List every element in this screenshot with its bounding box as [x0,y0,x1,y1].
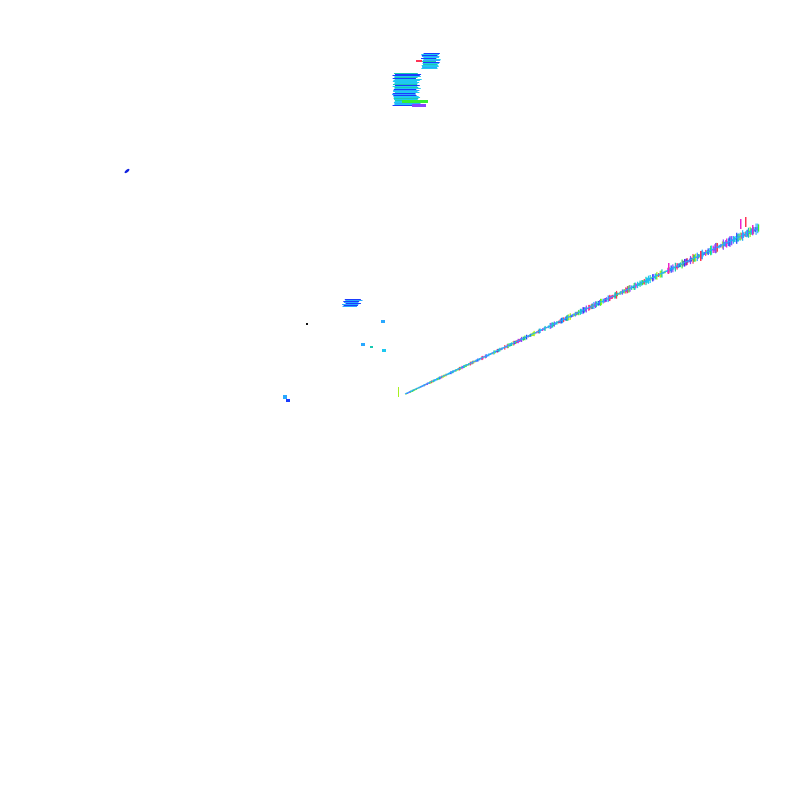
scan-line [394,83,418,84]
beam-segment [740,219,742,229]
scan-line [345,303,361,304]
scan-line [422,60,441,61]
scan-line [412,104,426,107]
scan-line [392,84,418,85]
scan-line [392,105,418,106]
scan-line [393,98,419,99]
point [306,323,308,325]
scan-line [393,99,418,100]
scan-line [394,88,421,89]
scan-line [394,74,422,75]
point [286,399,290,402]
scan-line [421,55,438,56]
scan-line [394,85,420,86]
scan-line [393,89,417,90]
scan-line [394,79,422,80]
scan-line [394,76,421,77]
scan-line [422,63,440,64]
beam-segment [700,251,702,261]
scan-line [393,95,417,96]
point [382,349,386,352]
scan-line [343,305,358,306]
scan-line [421,65,439,66]
scan-line [344,299,361,300]
scan-line [416,60,422,62]
scan-line [423,59,441,60]
scan-line [392,78,416,79]
point [283,395,287,399]
point-cluster-top [392,53,441,107]
scan-line [393,91,418,92]
scan-line [392,86,418,87]
scan-line [343,301,360,302]
scan-line [393,90,420,91]
scan-line [342,306,358,307]
point [361,343,365,346]
beam-segment [745,217,747,227]
scan-line [422,62,440,63]
scan-line [423,57,440,58]
beam-segment [752,225,754,235]
scan-line [394,104,423,105]
scan-line [394,92,420,93]
scan-line [393,97,421,98]
scan-line [421,66,439,67]
beam-core-line [404,227,759,395]
scan-line [342,304,359,305]
scan-line [392,81,418,82]
beam-segment [715,243,717,253]
scan-line [345,300,363,301]
beam-segment [668,263,670,273]
scan-line [423,64,438,65]
scan-line [421,54,439,55]
scan-line [402,100,428,103]
scan-line [394,87,419,88]
scan-line [392,94,416,95]
point [398,387,399,397]
scan-line [392,75,420,76]
scan-line [343,302,359,303]
scan-line [394,77,418,78]
scan-line [393,73,418,74]
scan-line [392,93,416,94]
point-cluster-middle [283,299,399,402]
scan-line [421,56,440,57]
point [381,320,385,323]
scan-line [393,80,420,81]
laser-beam-streak [404,217,760,395]
scan-line [421,68,438,69]
point-cluster-left [124,168,130,174]
point [370,346,373,348]
scan-line [423,53,440,54]
scan-line [421,58,437,59]
scan-line [394,103,421,104]
scan-line [394,82,420,83]
beam-segment [758,224,760,232]
scan-line [421,61,437,62]
scan-line [393,96,419,97]
point [124,168,130,174]
scan-line [422,67,438,68]
